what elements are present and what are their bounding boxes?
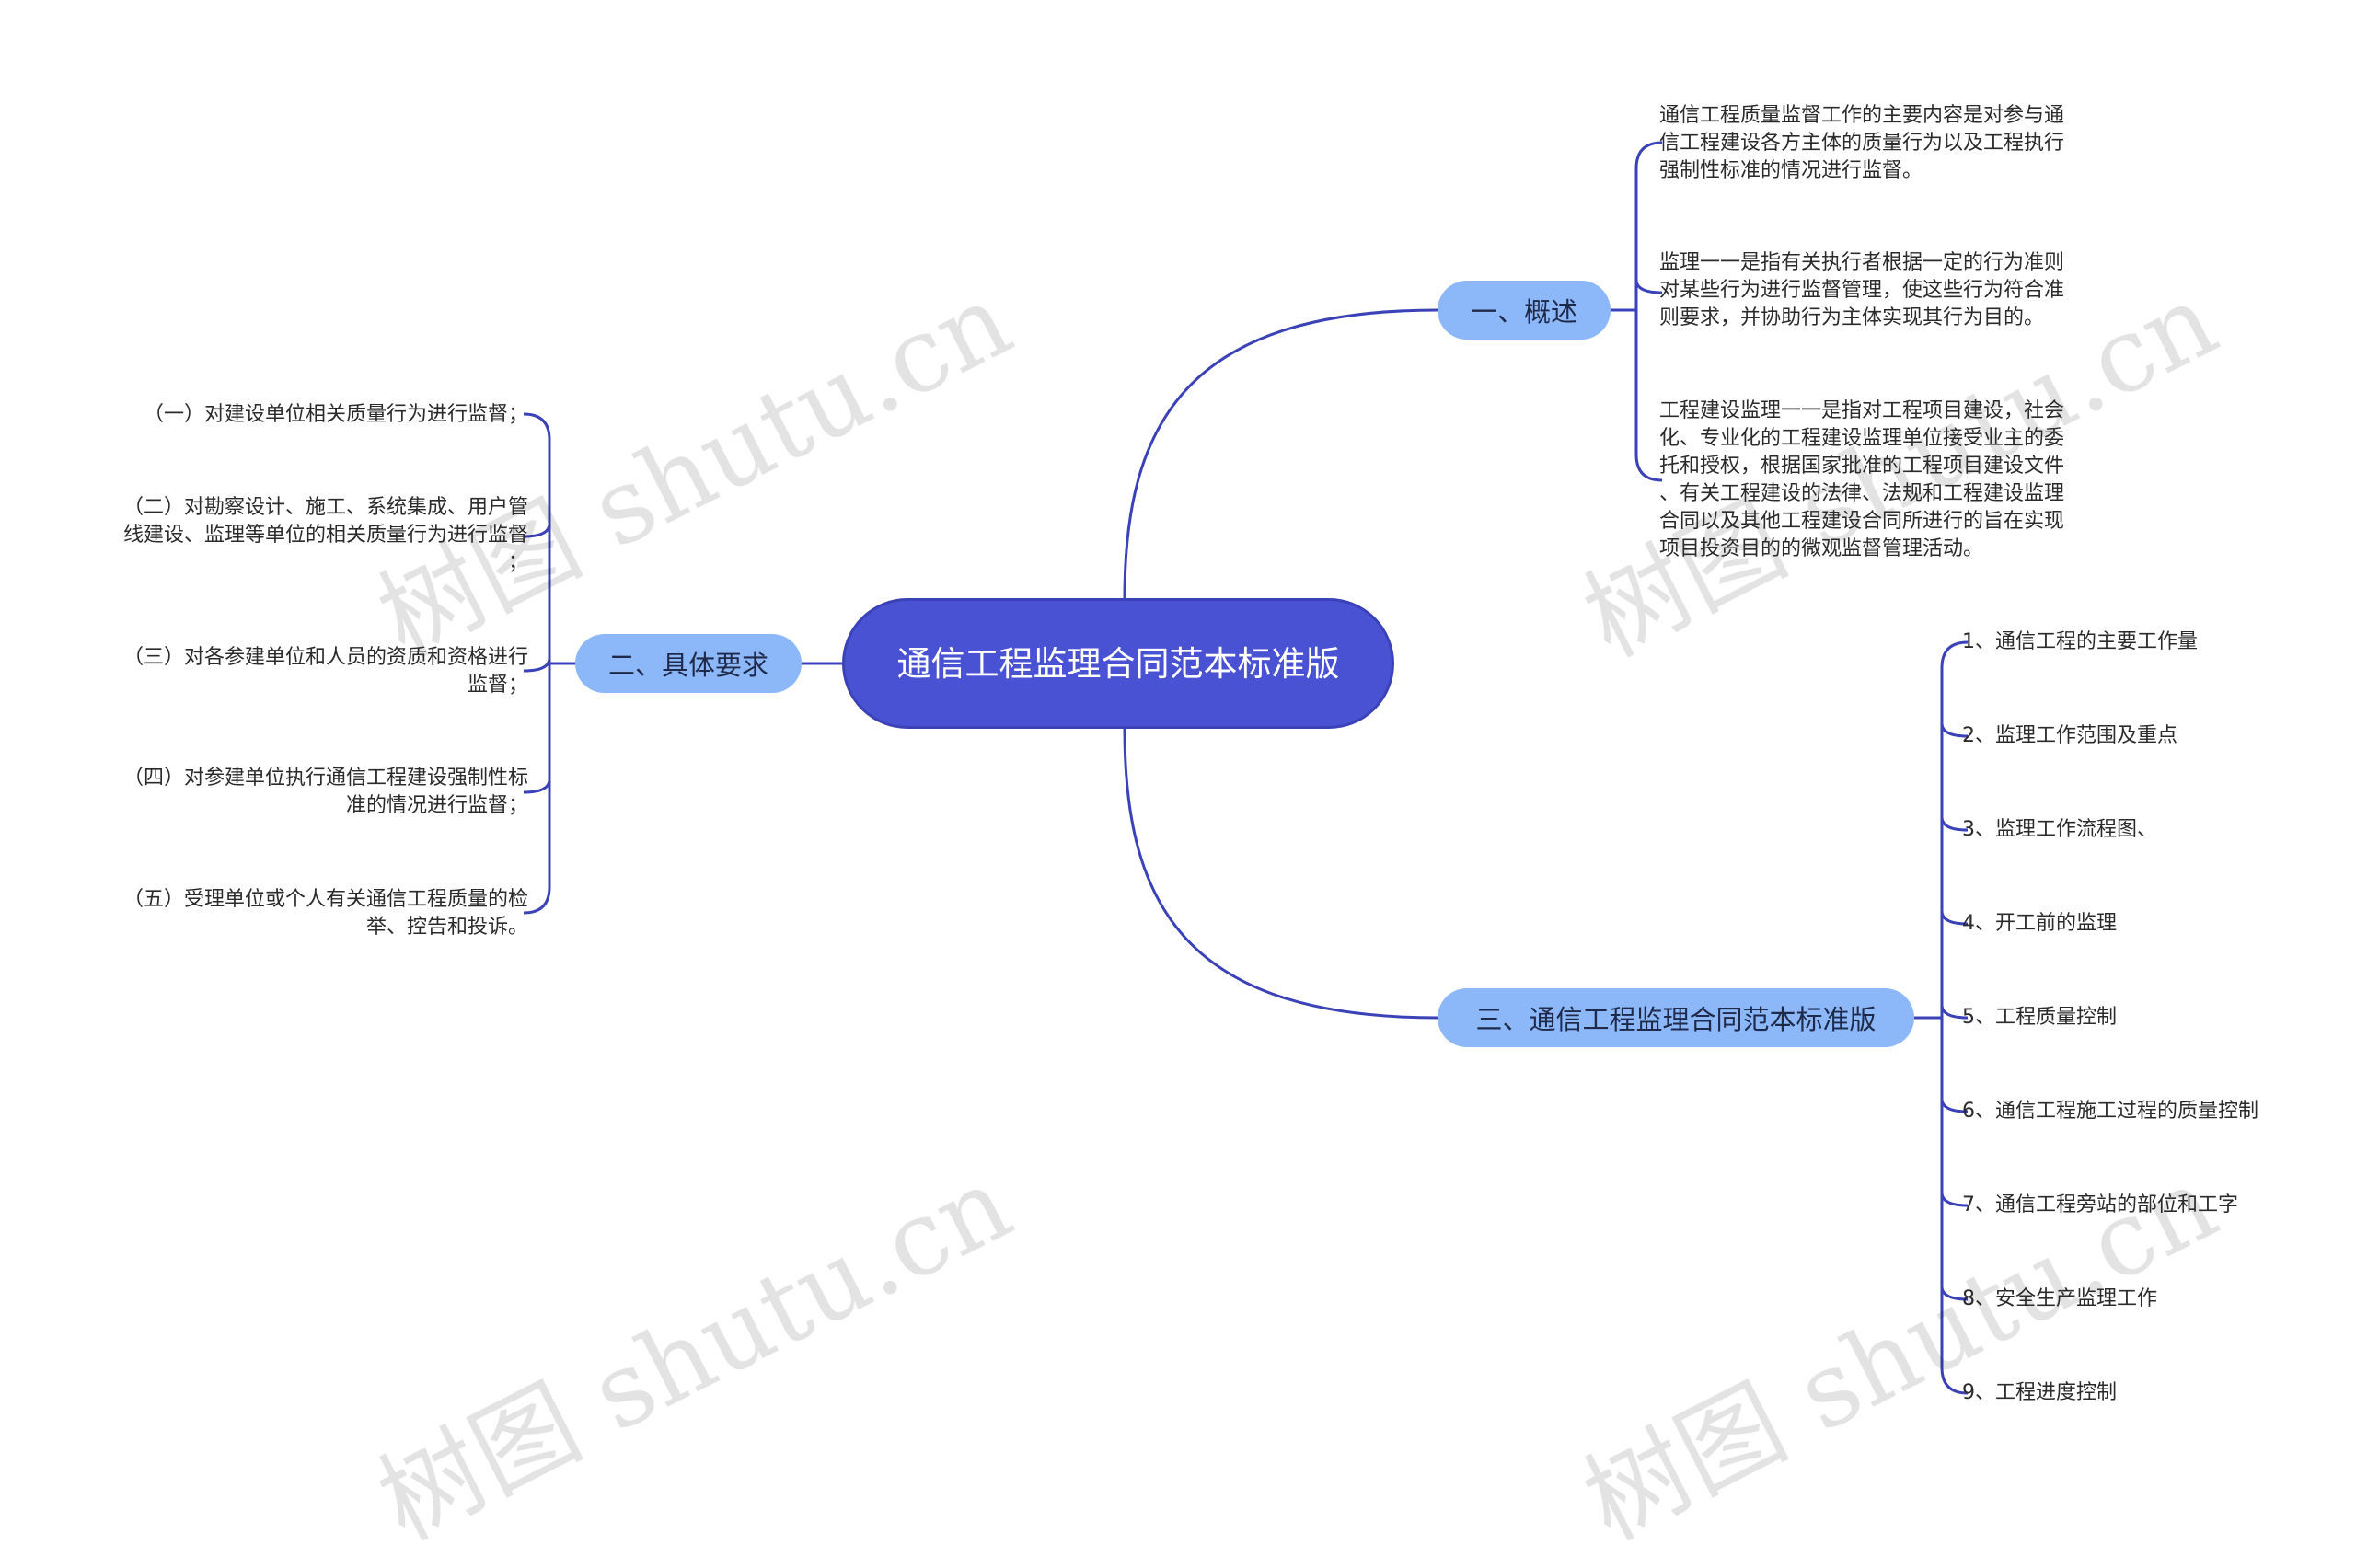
requirements-brace-tick (523, 778, 551, 794)
mindmap-canvas: 树图 shutu.cn 树图 shutu.cn 树图 shutu.cn 树图 s… (122, 104, 2258, 1563)
contract-brace-tick (1940, 816, 1969, 832)
branch-requirements[interactable]: 二、具体要求 (575, 634, 802, 693)
requirement-item[interactable]: （三）对各参建单位和人员的资质和资格进行 监督； (122, 646, 528, 697)
branch-label: 一、概述 (1470, 296, 1577, 328)
overview-brace (1634, 141, 1663, 482)
requirement-item[interactable]: （四）对参建单位执行通信工程建设强制性标 准的情况进行监督； (122, 767, 528, 817)
contract-brace (1940, 640, 1969, 1395)
branch-overview[interactable]: 一、概述 (1438, 281, 1611, 340)
overview-brace-tick (1634, 279, 1663, 294)
contract-item[interactable]: 8、安全生产监理工作 (1962, 1287, 2157, 1310)
requirements-brace-tick (523, 523, 551, 538)
branch-contract-template[interactable]: 三、通信工程监理合同范本标准版 (1438, 988, 1914, 1047)
branch-label: 三、通信工程监理合同范本标准版 (1475, 1004, 1877, 1035)
overview-item[interactable]: 监理一一是指有关执行者根据一定的行为准则 对某些行为进行监督管理，使这些行为符合… (1659, 251, 2065, 329)
requirements-brace-tick (523, 657, 551, 673)
contract-item[interactable]: 2、监理工作范围及重点 (1962, 724, 2177, 747)
requirement-item[interactable]: （一）对建设单位相关质量行为进行监督； (143, 403, 528, 426)
root-to-contract-line (1123, 728, 1438, 1020)
root-topic[interactable]: 通信工程监理合同范本标准版 (842, 598, 1394, 729)
root-to-overview-line (1123, 308, 1438, 599)
overview-item[interactable]: 工程建设监理一一是指对工程项目建设，社会 化、专业化的工程建设监理单位接受业主的… (1659, 399, 2065, 560)
contract-item[interactable]: 3、监理工作流程图、 (1962, 818, 2157, 841)
connector-lines (523, 141, 1969, 1395)
contract-item[interactable]: 5、工程质量控制 (1962, 1006, 2117, 1029)
root-topic-label: 通信工程监理合同范本标准版 (896, 643, 1340, 684)
contract-brace-tick (1940, 1286, 1969, 1301)
branch-label: 二、具体要求 (607, 650, 768, 681)
contract-brace-tick (1940, 1004, 1969, 1020)
overview-item[interactable]: 通信工程质量监督工作的主要内容是对参与通 信工程建设各方主体的质量行为以及工程执… (1659, 104, 2065, 182)
contract-item[interactable]: 4、开工前的监理 (1962, 912, 2117, 935)
contract-brace-tick (1940, 910, 1969, 926)
contract-brace-tick (1940, 722, 1969, 738)
requirement-item[interactable]: （五）受理单位或个人有关通信工程质量的检 举、控告和投诉。 (122, 888, 528, 939)
contract-brace-tick (1940, 1192, 1969, 1207)
contract-item[interactable]: 6、通信工程施工过程的质量控制 (1962, 1100, 2258, 1123)
contract-item[interactable]: 1、通信工程的主要工作量 (1962, 630, 2198, 653)
contract-item[interactable]: 9、工程进度控制 (1962, 1381, 2117, 1404)
requirement-item[interactable]: （二）对勘察设计、施工、系统集成、用户管 线建设、监理等单位的相关质量行为进行监… (122, 496, 528, 574)
contract-brace-tick (1940, 1098, 1969, 1113)
contract-item[interactable]: 7、通信工程旁站的部位和工字 (1962, 1193, 2238, 1216)
